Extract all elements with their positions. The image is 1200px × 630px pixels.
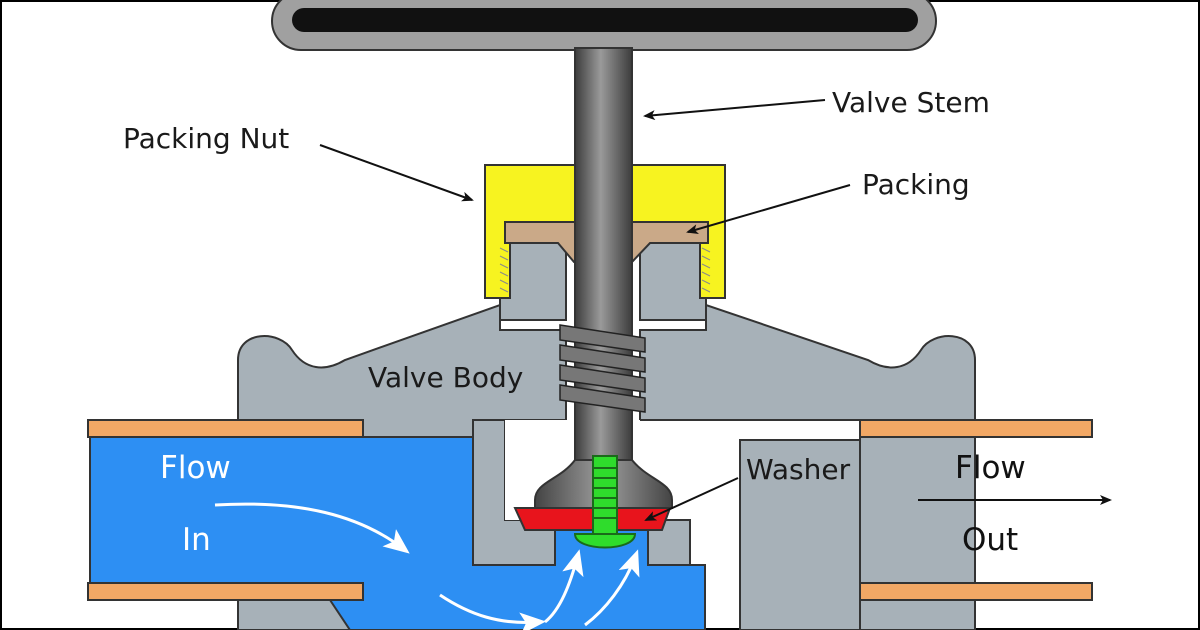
leader-lines [319, 99, 1112, 521]
packing-leader [686, 184, 851, 235]
nut-threads [499, 247, 711, 293]
stem-threads [559, 324, 646, 413]
packing-nut-label: Packing Nut [123, 122, 289, 155]
flow-out-label-line1: Flow [955, 450, 1026, 486]
screw-threads [593, 467, 617, 519]
valve-stem-label: Valve Stem [832, 86, 990, 119]
handwheel [271, 0, 937, 51]
valve-stem-leader [643, 99, 826, 121]
washer-label: Washer [746, 453, 851, 486]
flow-out-label-line2: Out [962, 522, 1018, 558]
pipes [87, 419, 1093, 601]
washer-leader [644, 477, 739, 521]
valve-body-label: Valve Body [368, 361, 523, 394]
packing-nut-leader [319, 144, 474, 202]
packing-label: Packing [862, 168, 970, 201]
flow-arrows [214, 502, 640, 630]
flow-in-label-line2: In [182, 522, 211, 558]
flow-in-label-line1: Flow [160, 450, 231, 486]
